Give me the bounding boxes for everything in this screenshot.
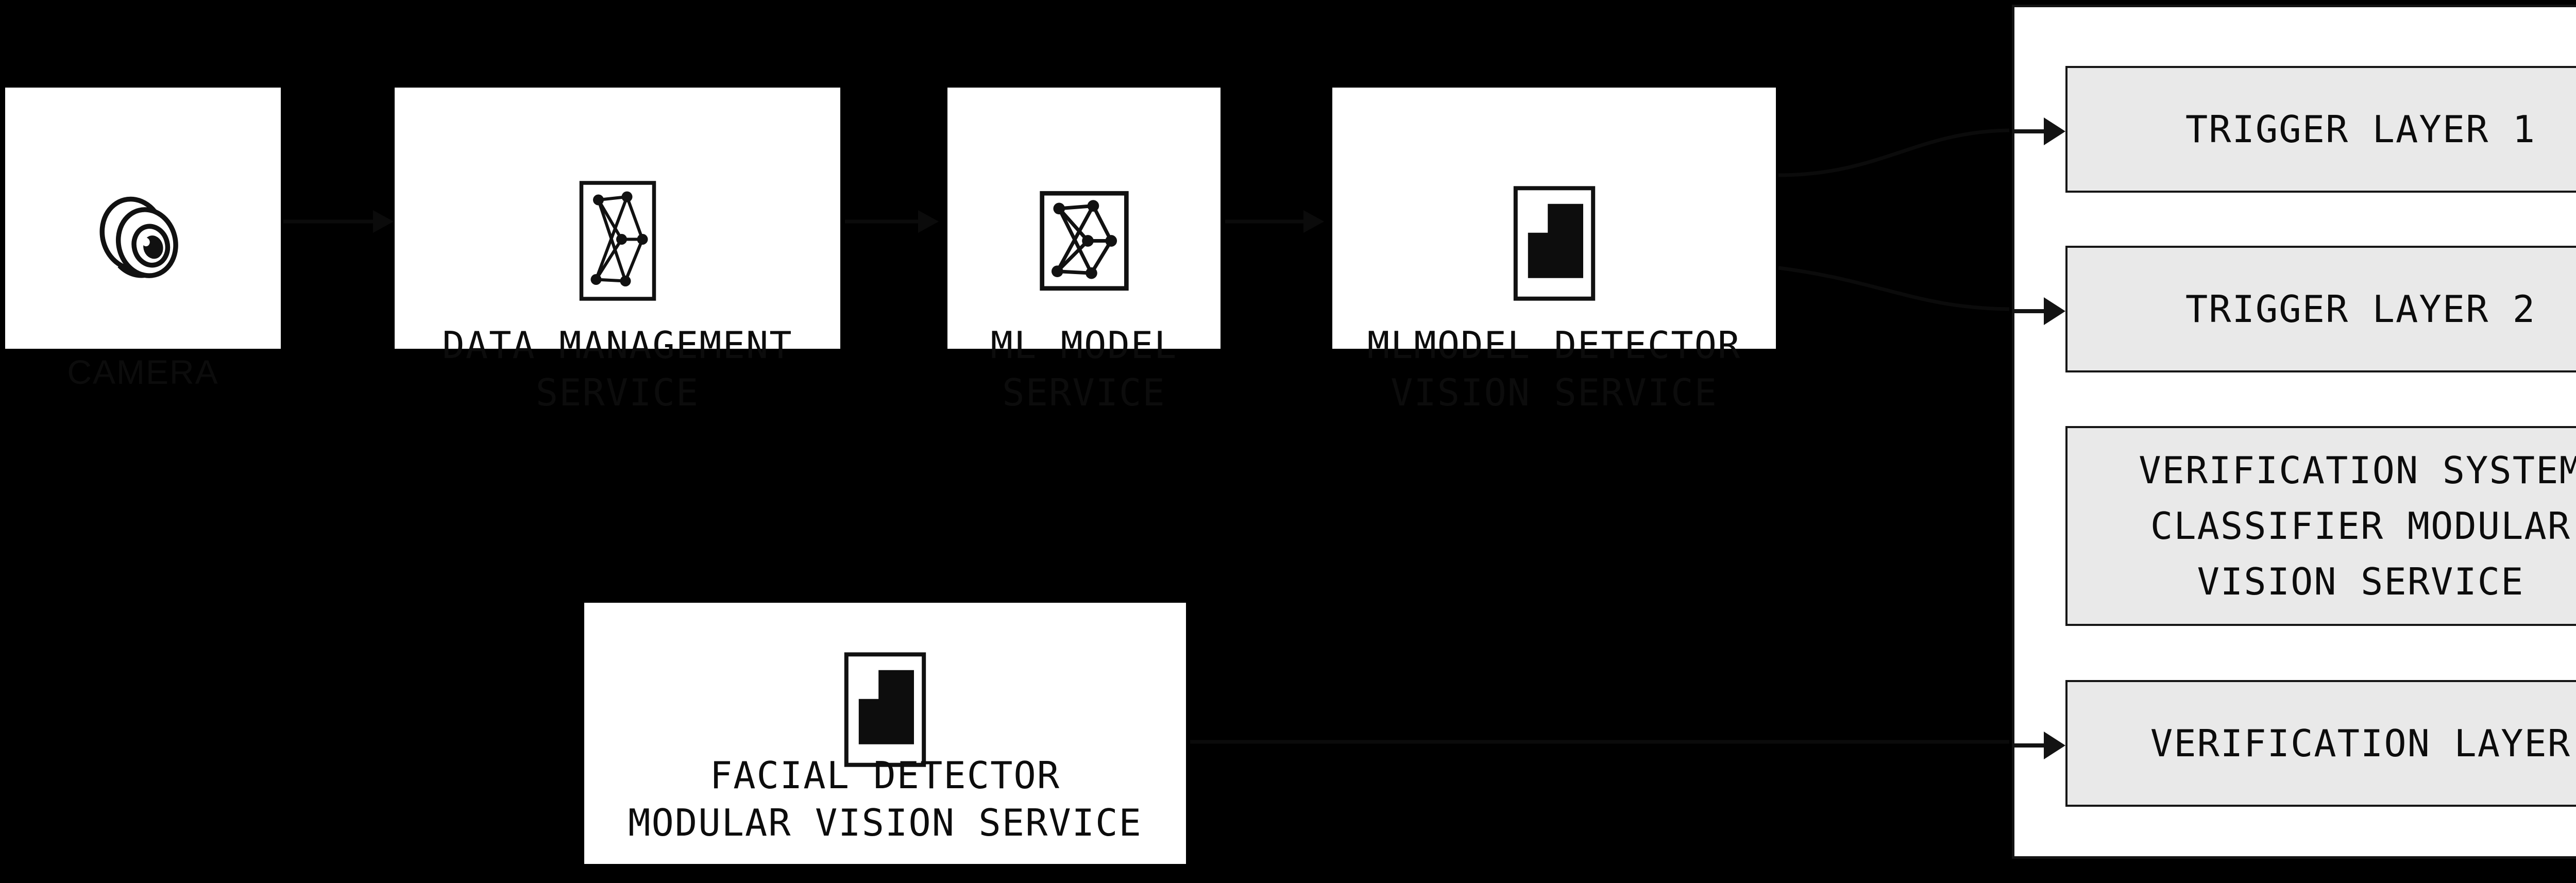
- layer-label-line: VISION SERVICE: [2197, 560, 2524, 603]
- detector-icon: [584, 652, 1186, 768]
- node-label-line: SERVICE: [535, 371, 700, 414]
- arrow-into-verification-layer: [2014, 732, 2065, 759]
- layer-trigger-2: TRIGGER LAYER 2: [2065, 246, 2576, 372]
- node-camera: CAMERA: [5, 88, 281, 391]
- node-label-line: FACIAL DETECTOR: [709, 754, 1061, 797]
- layer-verification-system: VERIFICATION SYSTEM CLASSIFIER MODULAR V…: [2065, 426, 2576, 626]
- node-label-line: MLMODEL DETECTOR: [1367, 324, 1741, 367]
- node-label-line: DATA MANAGEMENT: [442, 324, 793, 367]
- node-label-line: VISION SERVICE: [1391, 371, 1718, 414]
- node-mlmodel-detector-vision-service: MLMODEL DETECTOR VISION SERVICE: [1332, 88, 1776, 414]
- layer-label: TRIGGER LAYER 2: [2185, 287, 2536, 331]
- node-label-line: ML MODEL: [990, 324, 1178, 367]
- node-data-management-service: DATA MANAGEMENT SERVICE: [395, 88, 840, 414]
- graph-icon: [947, 191, 1221, 291]
- node-facial-detector-modular-vision-service: FACIAL DETECTOR MODULAR VISION SERVICE: [584, 603, 1186, 864]
- graph-icon: [395, 180, 840, 301]
- node-ml-model-service: ML MODEL SERVICE: [947, 88, 1221, 414]
- node-label-line: MODULAR VISION SERVICE: [628, 801, 1142, 844]
- arrow-into-trigger-2: [2014, 297, 2065, 325]
- layer-label: TRIGGER LAYER 1: [2185, 108, 2536, 151]
- layer-label-line: VERIFICATION SYSTEM: [2139, 449, 2576, 492]
- arrow-into-trigger-1: [2014, 117, 2065, 145]
- node-label-line: SERVICE: [1002, 371, 1166, 414]
- layer-label: VERIFICATION LAYER: [2150, 722, 2571, 765]
- pipeline-container: TRIGGER LAYER 1 TRIGGER LAYER 2 VERIFICA…: [2012, 5, 2576, 859]
- layer-trigger-1: TRIGGER LAYER 1: [2065, 66, 2576, 193]
- detector-icon: [1332, 185, 1776, 301]
- layer-verification: VERIFICATION LAYER: [2065, 680, 2576, 807]
- camera-lens-icon: [5, 188, 281, 291]
- layer-label-line: CLASSIFIER MODULAR: [2150, 504, 2571, 548]
- camera-label: CAMERA: [67, 353, 219, 391]
